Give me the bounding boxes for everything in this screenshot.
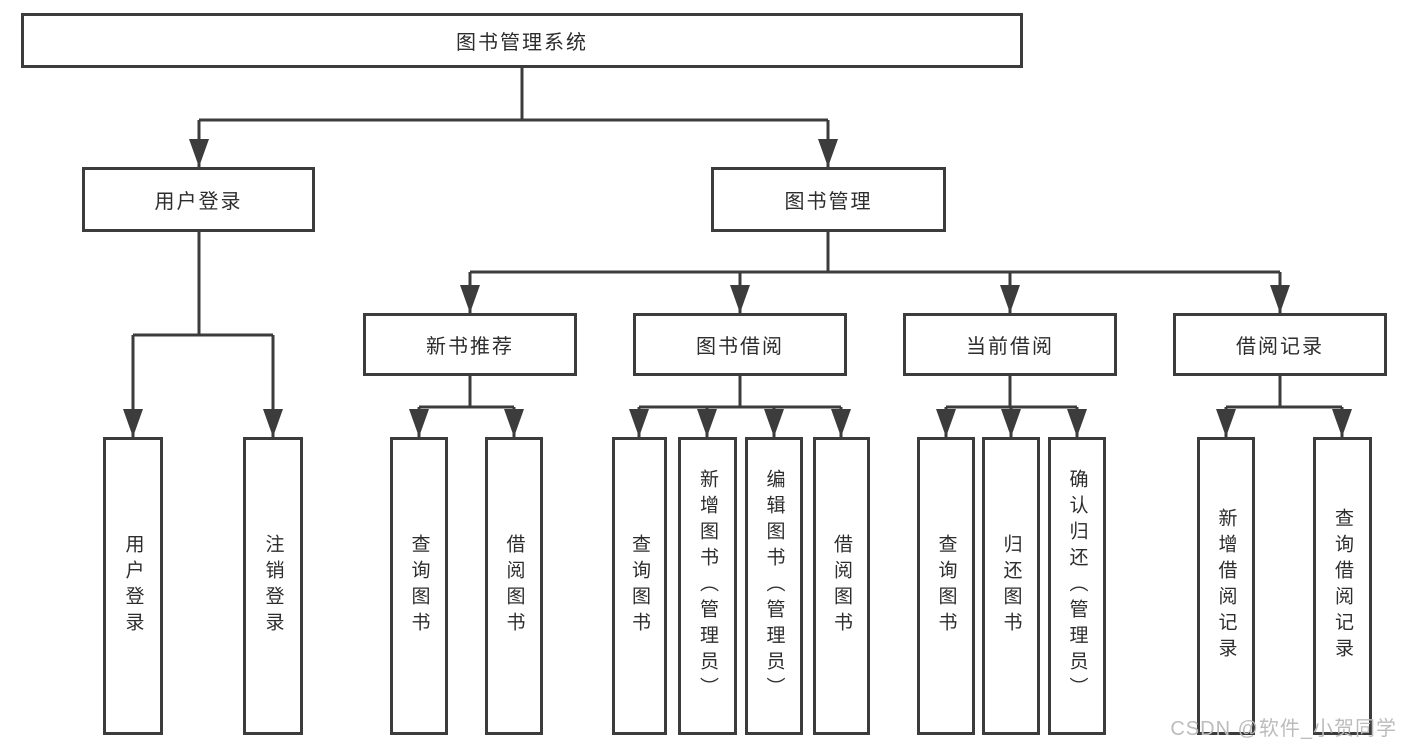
node-book-borrow: 图书借阅: [633, 313, 847, 376]
leaf-label: 注销登录: [262, 534, 284, 638]
leaf-logout: 注销登录: [243, 437, 303, 735]
leaf-label: 查询图书: [935, 534, 957, 638]
leaf-confirm-return-admin: 确认归还（管理员）: [1048, 437, 1106, 735]
node-label: 图书借阅: [696, 336, 784, 358]
leaf-label: 查询图书: [408, 534, 430, 638]
leaf-label: 确认归还（管理员）: [1066, 469, 1088, 703]
leaf-label: 借阅图书: [831, 534, 852, 638]
node-borrow-records: 借阅记录: [1173, 313, 1387, 376]
leaf-add-book-admin: 新增图书（管理员）: [678, 437, 737, 735]
node-label: 借阅记录: [1236, 336, 1324, 358]
leaf-query-books-2: 查询图书: [612, 437, 667, 735]
node-book-management: 图书管理: [711, 167, 946, 232]
node-label: 当前借阅: [966, 336, 1054, 358]
node-user-login: 用户登录: [82, 167, 315, 232]
node-current-borrow: 当前借阅: [903, 313, 1117, 376]
leaf-edit-book-admin: 编辑图书（管理员）: [745, 437, 803, 735]
leaf-borrow-books-2: 借阅图书: [813, 437, 870, 735]
leaf-label: 查询图书: [629, 534, 650, 638]
node-new-book-recommend: 新书推荐: [363, 313, 577, 376]
leaf-query-books-1: 查询图书: [390, 437, 448, 735]
leaf-label: 新增图书（管理员）: [697, 469, 718, 703]
csdn-watermark: CSDN @软件_小贺同学: [1170, 718, 1397, 740]
leaf-label: 用户登录: [122, 534, 144, 638]
node-label: 新书推荐: [426, 336, 514, 358]
leaf-label: 查询借阅记录: [1332, 508, 1353, 664]
leaf-return-books: 归还图书: [982, 437, 1040, 735]
leaf-user-login: 用户登录: [103, 437, 163, 735]
leaf-query-books-3: 查询图书: [917, 437, 975, 735]
leaf-label: 归还图书: [1000, 534, 1022, 638]
leaf-label: 编辑图书（管理员）: [763, 469, 785, 703]
leaf-label: 新增借阅记录: [1215, 508, 1237, 664]
node-label: 用户登录: [154, 191, 243, 213]
node-library-system: 图书管理系统: [21, 13, 1023, 68]
leaf-label: 借阅图书: [503, 534, 525, 638]
node-label: 图书管理系统: [456, 32, 588, 54]
leaf-add-borrow-record: 新增借阅记录: [1197, 437, 1255, 735]
node-label: 图书管理: [784, 191, 873, 213]
leaf-borrow-books-1: 借阅图书: [485, 437, 543, 735]
arrowheads: [123, 139, 1352, 437]
leaf-query-borrow-record: 查询借阅记录: [1313, 437, 1372, 735]
tree-edges: [131, 68, 1344, 437]
